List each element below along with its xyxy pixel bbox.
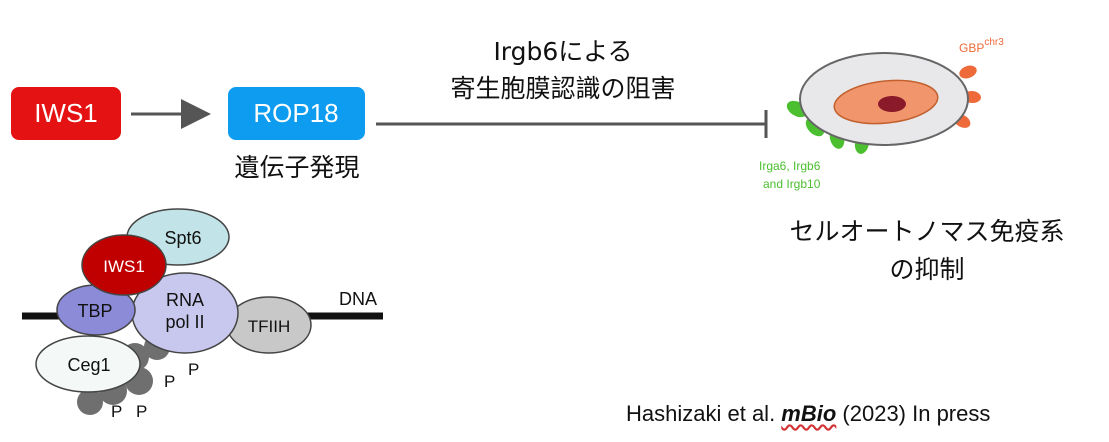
inhibition-label-line2: 寄生胞膜認識の阻害	[450, 74, 675, 103]
parasite-illustration	[786, 52, 981, 154]
tbp-label: TBP	[77, 301, 112, 321]
rna-pol-label-line2: pol II	[165, 312, 204, 332]
iws1-node-label: IWS1	[34, 98, 98, 128]
citation-details: (2023) In press	[836, 401, 991, 426]
outcome-line1: セルオートノマス免疫系	[789, 217, 1064, 246]
phosphate-label: P	[136, 402, 147, 421]
gbp-proteins	[953, 65, 981, 128]
rop18-node-label: ROP18	[253, 98, 338, 128]
phosphate-label: P	[111, 402, 122, 421]
rna-pol-label-line1: RNA	[166, 290, 204, 310]
inhibition-line	[376, 110, 768, 138]
irg-label-line2: and Irgb10	[763, 177, 821, 191]
transcription-complex: DNA Spt6 TFIIH RNA pol II TBP IWS1 Ceg1	[22, 208, 383, 421]
gbp-label: GBPchr3	[959, 37, 1004, 55]
ceg1-label: Ceg1	[67, 355, 110, 375]
iws1-node: IWS1	[11, 87, 121, 140]
rop18-node: ROP18	[228, 87, 365, 140]
phosphate-label: P	[164, 372, 175, 391]
iws1-protein	[81, 234, 167, 296]
gene-expression-caption: 遺伝子発現	[234, 153, 359, 182]
dna-label: DNA	[339, 289, 377, 309]
parasite-nucleus	[878, 96, 906, 112]
inhibition-label-line1: Irgb6による	[493, 37, 632, 66]
citation-journal: mBio	[781, 401, 837, 426]
spt6-label: Spt6	[164, 228, 201, 248]
citation-authors: Hashizaki et al.	[626, 401, 782, 426]
phosphate-label: P	[188, 360, 199, 379]
iws1-protein-label: IWS1	[103, 257, 145, 276]
tfiih-label: TFIIH	[248, 317, 291, 336]
outcome-line2: の抑制	[889, 255, 964, 284]
irg-label-line1: Irga6, Irgb6	[759, 159, 821, 173]
citation: Hashizaki et al. mBio (2023) In press	[626, 401, 990, 427]
ceg1-protein	[35, 335, 141, 393]
